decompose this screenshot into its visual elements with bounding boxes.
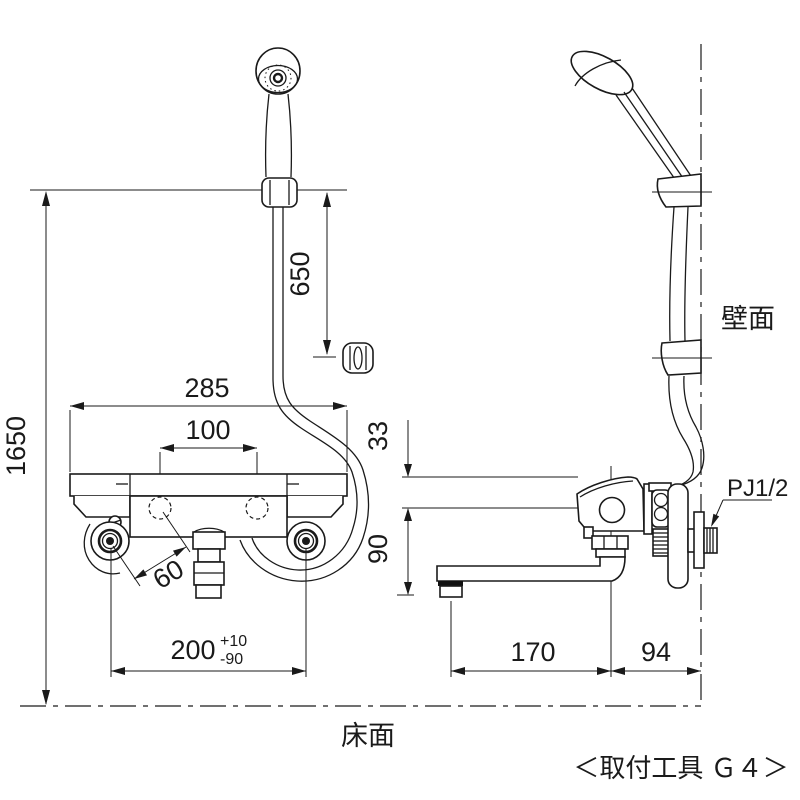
spout-seam: [438, 581, 463, 586]
dim-200-tol-minus: -90: [220, 651, 243, 668]
shower-holder-front: [261, 177, 298, 208]
shower-head-side: [570, 50, 694, 183]
tool-note: ＜取付工具 Ｇ４＞: [573, 753, 788, 783]
handle-dial: [598, 496, 626, 524]
pj-label: PJ1/2: [727, 475, 788, 502]
dim-200-label: 200: [170, 635, 215, 665]
wall-flange: [693, 511, 705, 569]
faucet-center-body: [129, 495, 288, 538]
dim-heights: 33 90: [363, 420, 414, 596]
shower-handle-side: [669, 206, 689, 342]
side-view: 壁面: [363, 44, 788, 706]
pipe-thread-callout: PJ1/2: [711, 475, 788, 527]
right-leg-joint: [286, 521, 326, 561]
dim-60-label: 60: [148, 554, 189, 595]
dim-supply-pitch: 100: [159, 415, 258, 500]
mounting-plate: [667, 483, 689, 589]
dim-faucet-width: 285: [69, 373, 348, 472]
spout-front: [192, 527, 226, 599]
floor-surface-label: 床面: [341, 721, 395, 751]
shower-handle-left-edge: [264, 93, 270, 178]
dim-200-tol-plus: +10: [220, 633, 247, 650]
dim-holder-height: 650: [285, 192, 336, 358]
wall-surface-label: 壁面: [721, 304, 775, 334]
dim-overall-height: 1650: [1, 191, 50, 705]
supply-hole-left: [148, 496, 172, 520]
spout-aerator: [439, 585, 463, 598]
faucet-right-cap: [286, 496, 344, 518]
shower-head-front: [255, 47, 301, 178]
faucet-side: [436, 476, 718, 598]
shower-hose-front: [239, 207, 370, 582]
shower-handle-right-edge: [287, 93, 293, 178]
faucet-front: [69, 473, 348, 599]
dim-100-label: 100: [185, 415, 230, 445]
wall-bracket-bottom: [652, 339, 712, 376]
dim-reach: 170 94: [450, 601, 701, 677]
spout-arm: [436, 556, 626, 582]
stopper-tab: [583, 526, 594, 539]
dim-170-label: 170: [510, 637, 555, 667]
threaded-nipple: [703, 527, 718, 554]
dim-94-label: 94: [641, 637, 671, 667]
lower-holder-knob: [342, 342, 374, 374]
faucet-left-cap: [73, 496, 131, 518]
dim-1650-label: 1650: [1, 416, 31, 476]
knurled-adjuster: [652, 528, 670, 557]
wall-bracket-top: [652, 173, 712, 208]
shower-hose-side: [668, 375, 705, 488]
dim-installation-pitch: 200 +10 -90: [110, 549, 307, 677]
faucet-top-plate: [69, 473, 348, 497]
dim-285-label: 285: [184, 373, 229, 403]
left-leg-joint: [83, 521, 130, 575]
front-view: 1650 650: [1, 47, 374, 705]
dim-33-label: 33: [363, 421, 393, 451]
dim-650-label: 650: [285, 251, 315, 296]
supply-hole-right: [245, 496, 269, 520]
spout-nut: [591, 535, 629, 550]
dim-90-label: 90: [363, 534, 393, 564]
